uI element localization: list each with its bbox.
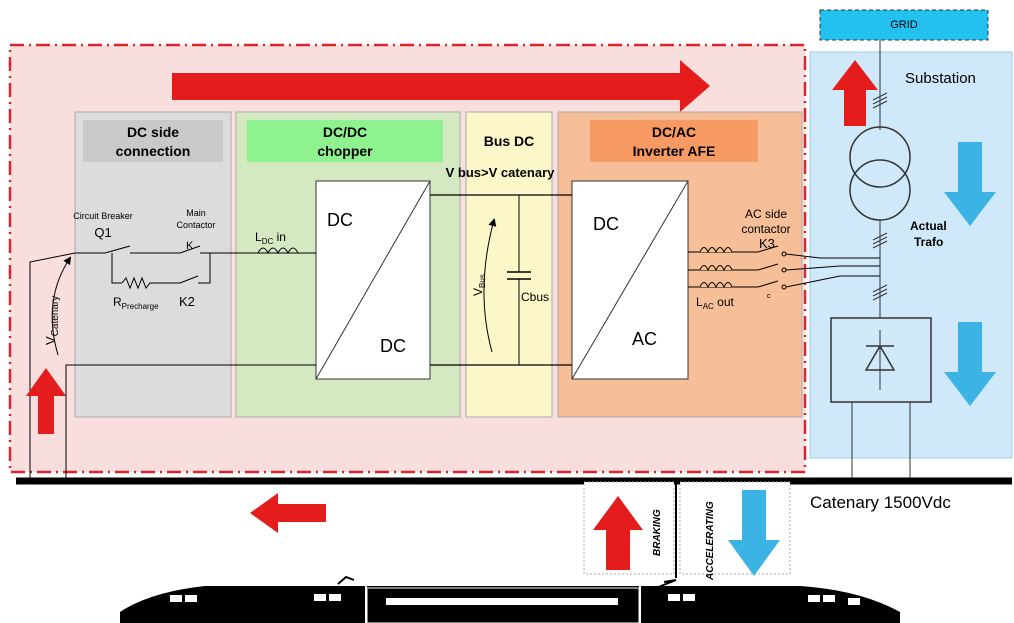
circuit-breaker-label: Circuit Breaker	[73, 211, 133, 221]
ldc-inductor	[257, 247, 299, 255]
vbus-label: VBus	[471, 274, 487, 296]
dc-side-block	[74, 111, 232, 418]
trafo-label-1: Actual	[910, 219, 947, 233]
dcdc-box-top: DC	[327, 210, 353, 230]
rprecharge-label: RPrecharge	[113, 295, 159, 311]
ac-side-wiring	[688, 245, 880, 290]
ac-contactor-label-1: AC side	[745, 207, 787, 221]
k1-mark: K	[186, 240, 194, 252]
substation-label: Substation	[905, 70, 976, 87]
dc-side-title-2: connection	[116, 143, 191, 159]
inverter-title-2: Inverter AFE	[633, 143, 716, 159]
braking-arrow	[593, 496, 643, 570]
c-mark: c	[767, 293, 771, 300]
dc-side-title-1: DC side	[127, 124, 179, 140]
trafo-primary	[849, 126, 911, 188]
chopper-title-2: chopper	[317, 143, 373, 159]
dcac-box-top: DC	[593, 214, 619, 234]
inverter-title-bg	[590, 120, 758, 162]
k3-label: K3	[759, 236, 775, 251]
catenary-label: Catenary 1500Vdc	[810, 493, 951, 512]
ldc-label: LDC in	[255, 230, 286, 246]
trafo-down-arrow	[944, 142, 996, 226]
grid-box	[819, 9, 989, 41]
vcatenary-label: VCatenary	[43, 296, 61, 345]
trafo-label-2: Trafo	[914, 235, 943, 249]
rectifier-box	[830, 317, 932, 403]
accelerating-arrow	[728, 490, 780, 576]
pantograph	[655, 579, 677, 589]
accelerating-box	[679, 481, 791, 575]
cbus-label: Cbus	[521, 290, 549, 304]
chopper-title-bg	[247, 120, 443, 162]
dc-side-title-bg	[83, 120, 223, 162]
vbus-arrow	[483, 218, 497, 353]
braking-label: BRAKING	[652, 509, 663, 556]
vcatenary-arrow	[51, 256, 72, 356]
k2-label: K2	[179, 294, 195, 309]
chopper-title-1: DC/DC	[323, 124, 367, 140]
bus-block	[465, 111, 553, 418]
catenary-left-arrow	[250, 493, 326, 533]
bus-title: Bus DC	[484, 133, 535, 149]
rectifier-down-arrow	[944, 322, 996, 406]
ac-contactor-label-2: contactor	[741, 222, 790, 236]
q1-label: Q1	[94, 225, 111, 240]
main-contactor-label-2: Contactor	[176, 220, 215, 230]
catenary-up-arrow	[26, 368, 66, 434]
grid-label: GRID	[890, 19, 918, 31]
bus-condition: V bus>V catenary	[446, 165, 556, 180]
lac-label: LAC out	[696, 295, 734, 311]
substation-panel	[809, 51, 1013, 459]
accelerating-label: ACCELERATING	[705, 501, 716, 581]
dcdc-box-bottom: DC	[380, 336, 406, 356]
train	[120, 586, 900, 623]
dcac-box-bottom: AC	[632, 329, 657, 349]
main-contactor-label-1: Main	[186, 208, 206, 218]
power-flow-arrow-right	[172, 60, 710, 112]
grid-up-arrow	[832, 60, 878, 126]
inverter-title-1: DC/AC	[652, 124, 696, 140]
